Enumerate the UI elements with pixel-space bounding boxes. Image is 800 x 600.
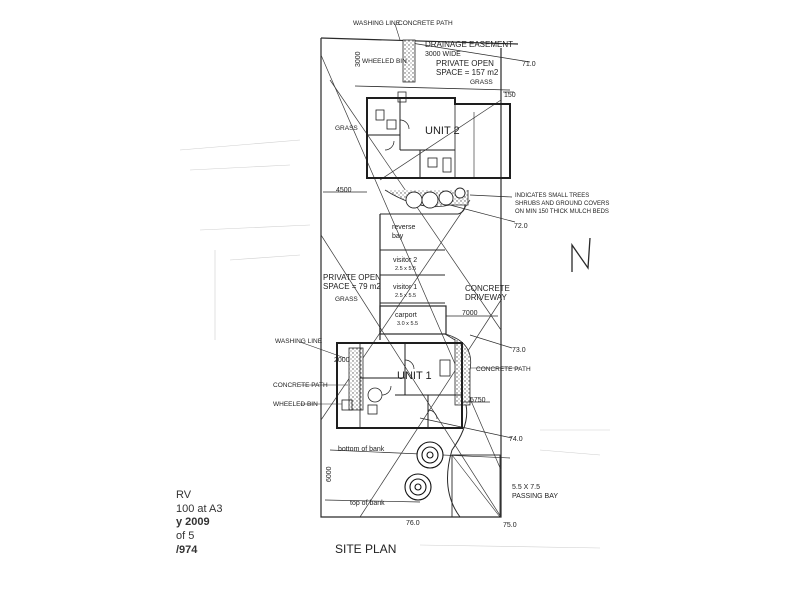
site-boundary [320, 37, 519, 518]
concrete-path-left [348, 347, 364, 411]
side-note-1: RV [176, 489, 192, 501]
unit-2-building [366, 97, 511, 179]
label-wheeled-bin-top: WHEELED BIN [362, 58, 407, 65]
label-level-71: 71.0 [522, 61, 536, 68]
label-trees-note-3: ON MIN 150 THICK MULCH BEDS [515, 209, 609, 215]
label-concrete-path-top: CONCRETE PATH [398, 20, 453, 27]
label-wheeled-bin-bottom: WHEELED BIN [273, 401, 318, 408]
washing-line-unit-1 [367, 387, 383, 403]
label-grass-left: GRASS [335, 125, 358, 132]
label-drainage-easement: DRAINAGE EASEMENT [425, 40, 513, 49]
label-unit-1: UNIT 1 [397, 370, 432, 382]
label-passing-bay-size: 5.5 X 7.5 [512, 484, 540, 491]
label-trees-note-2: SHRUBS AND GROUND COVERS [515, 201, 609, 207]
label-concrete-path-left: CONCRETE PATH [273, 382, 328, 389]
label-drainage-width: 3000 WIDE [425, 51, 461, 58]
leader-lines [299, 23, 520, 405]
north-arrow-icon [571, 237, 591, 272]
label-private-open-2-b: SPACE = 157 m2 [436, 68, 499, 77]
label-visitor-1: visitor 1 [393, 284, 417, 291]
label-private-open-2-a: PRIVATE OPEN [436, 59, 494, 68]
label-reverse: reverse [392, 224, 415, 231]
label-level-76: 76.0 [406, 520, 420, 527]
easement-line [354, 85, 511, 91]
trees-note-leader [469, 194, 513, 198]
side-note-5: /974 [176, 544, 198, 556]
label-bottom-of-bank: bottom of bank [338, 446, 385, 453]
label-grass-mid: GRASS [335, 296, 358, 303]
label-private-open-1-b: SPACE = 79 m2 [323, 282, 381, 291]
plan-title: SITE PLAN [335, 542, 396, 556]
label-dim-6000: 6000 [326, 466, 333, 482]
label-dim-5750: 5750 [470, 397, 486, 404]
label-level-73: 73.0 [512, 347, 526, 354]
garden-bed-top [384, 187, 469, 209]
label-dim-2000: 2000 [334, 357, 350, 364]
label-washing-line-top: WASHING LINE [353, 20, 401, 27]
label-visitor-1-size: 2.5 x 5.5 [395, 293, 416, 299]
label-grass-top: GRASS [470, 79, 493, 86]
label-concrete-path-right: CONCRETE PATH [476, 366, 531, 373]
label-level-74: 74.0 [509, 436, 523, 443]
label-dim-3000: 3000 [355, 51, 362, 67]
trees-bottom [404, 441, 444, 501]
label-concrete: CONCRETE [465, 284, 510, 293]
background-faint-lines [179, 139, 610, 549]
label-top-of-bank: top of bank [350, 500, 385, 507]
driveway [379, 204, 498, 340]
label-dim-150: 150 [504, 92, 516, 99]
side-note-3: y 2009 [176, 516, 210, 528]
concrete-path-top [402, 39, 416, 83]
label-bay: bay [392, 233, 404, 240]
label-driveway: DRIVEWAY [465, 293, 507, 302]
label-visitor-2-size: 2.5 x 5.5 [395, 266, 416, 272]
label-trees-note-1: INDICATES SMALL TREES [515, 193, 589, 199]
label-washing-line-bottom: WASHING LINE [275, 338, 323, 345]
passing-bay-diagonal [451, 454, 501, 518]
label-private-open-1-a: PRIVATE OPEN [323, 273, 381, 282]
label-unit-2: UNIT 2 [425, 125, 460, 137]
bank-path [447, 404, 468, 518]
label-dim-7000: 7000 [462, 310, 478, 317]
label-dim-4500: 4500 [336, 187, 352, 194]
passing-bay [451, 454, 501, 518]
label-level-75: 75.0 [503, 522, 517, 529]
label-level-72: 72.0 [514, 223, 528, 230]
unit-1-building [336, 342, 463, 429]
label-visitor-2: visitor 2 [393, 257, 417, 264]
label-carport: carport [395, 312, 417, 319]
side-note-4: of 5 [176, 530, 195, 542]
side-note-2: 100 at A3 [176, 503, 223, 515]
label-passing-bay: PASSING BAY [512, 493, 558, 500]
contour-lines [324, 41, 531, 503]
label-carport-size: 3.0 x 5.5 [397, 321, 418, 327]
garden-bed-unit-1 [444, 333, 472, 406]
